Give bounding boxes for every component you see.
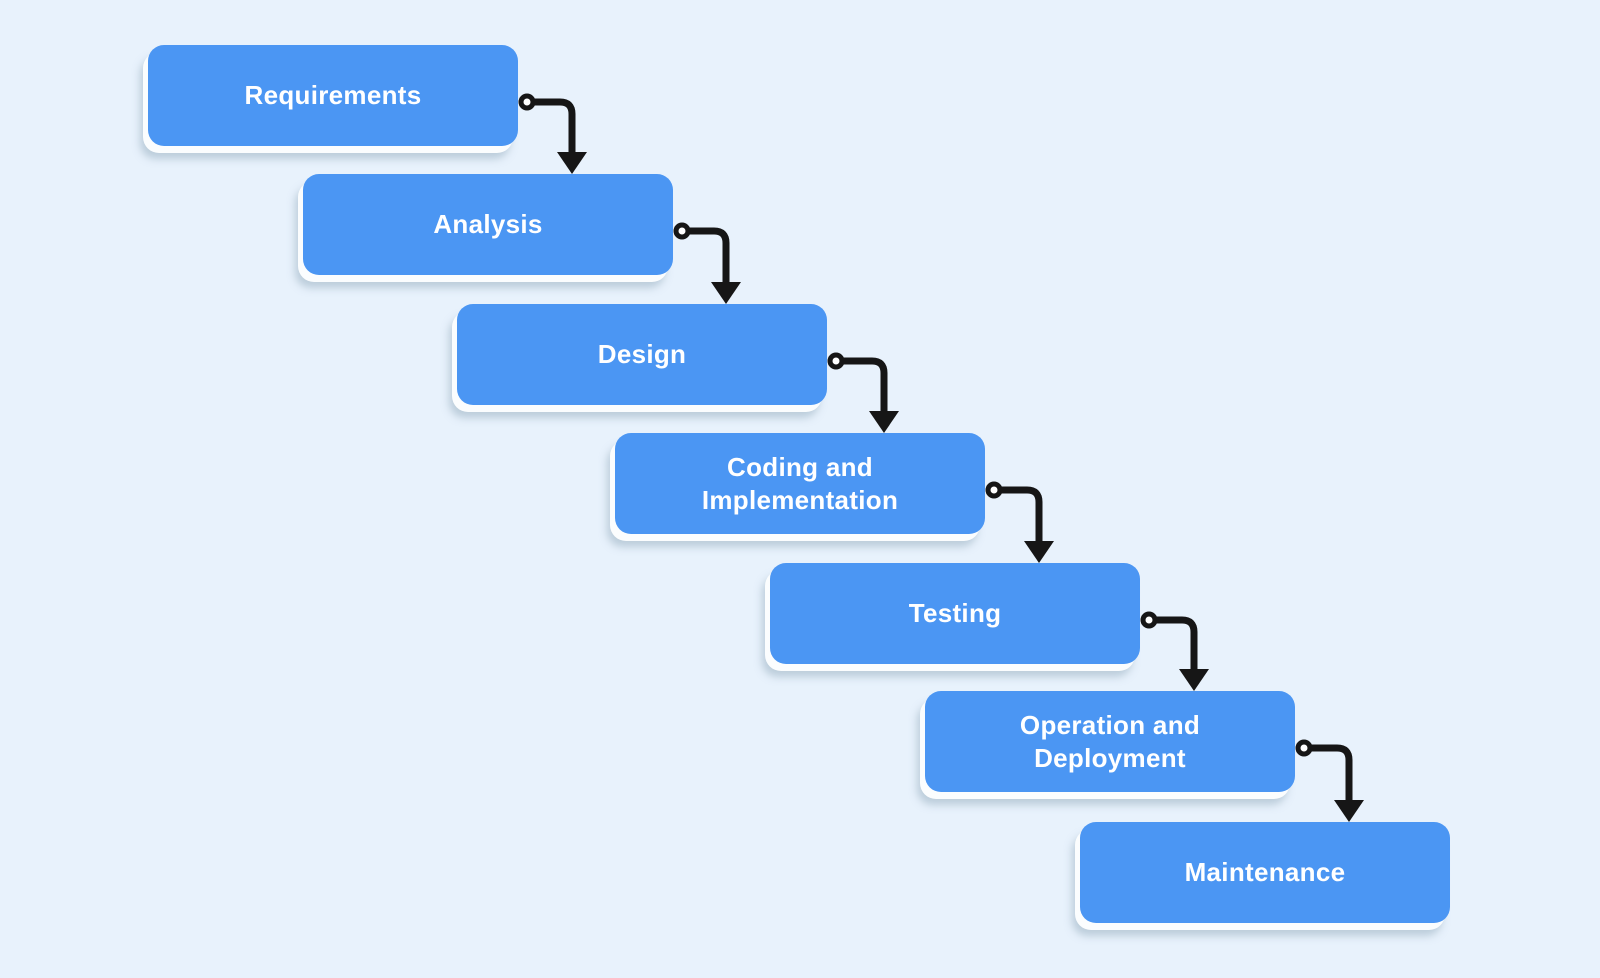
connector-start-dot-icon	[1140, 611, 1158, 629]
flow-node-label: Coding and Implementation	[701, 452, 899, 515]
connector-start-dot-icon	[518, 93, 536, 111]
connector-line	[682, 227, 730, 289]
flow-node-label: Maintenance	[1184, 857, 1346, 888]
connector-line	[836, 357, 888, 418]
flow-node-design: Design	[457, 304, 827, 405]
flow-node-requirements: Requirements	[148, 45, 518, 146]
connector-arrowhead-icon	[1334, 800, 1364, 822]
flow-node-operation-and-deployment: Operation and Deployment	[925, 691, 1295, 792]
connector-line	[1304, 744, 1353, 807]
connector-arrowhead-icon	[869, 411, 899, 433]
connector-line	[527, 98, 576, 159]
flow-node-maintenance: Maintenance	[1080, 822, 1450, 923]
flow-node-label: Operation and Deployment	[1019, 710, 1201, 773]
flow-node-testing: Testing	[770, 563, 1140, 664]
connector-start-dot-icon	[1295, 739, 1313, 757]
connector-arrowhead-icon	[711, 282, 741, 304]
connector-start-dot-icon	[673, 222, 691, 240]
flow-node-label: Analysis	[433, 209, 543, 240]
connector-start-dot-icon	[827, 352, 845, 370]
flow-node-label: Design	[597, 339, 687, 370]
connector-arrowhead-icon	[557, 152, 587, 174]
connector-line	[1149, 616, 1198, 676]
flow-node-coding-and-implementation: Coding and Implementation	[615, 433, 985, 534]
flow-node-label: Testing	[908, 598, 1002, 629]
connector-arrowhead-icon	[1179, 669, 1209, 691]
connector-arrowhead-icon	[1024, 541, 1054, 563]
flow-node-analysis: Analysis	[303, 174, 673, 275]
connector-line	[994, 486, 1043, 548]
connector-start-dot-icon	[985, 481, 1003, 499]
flow-node-label: Requirements	[244, 80, 422, 111]
